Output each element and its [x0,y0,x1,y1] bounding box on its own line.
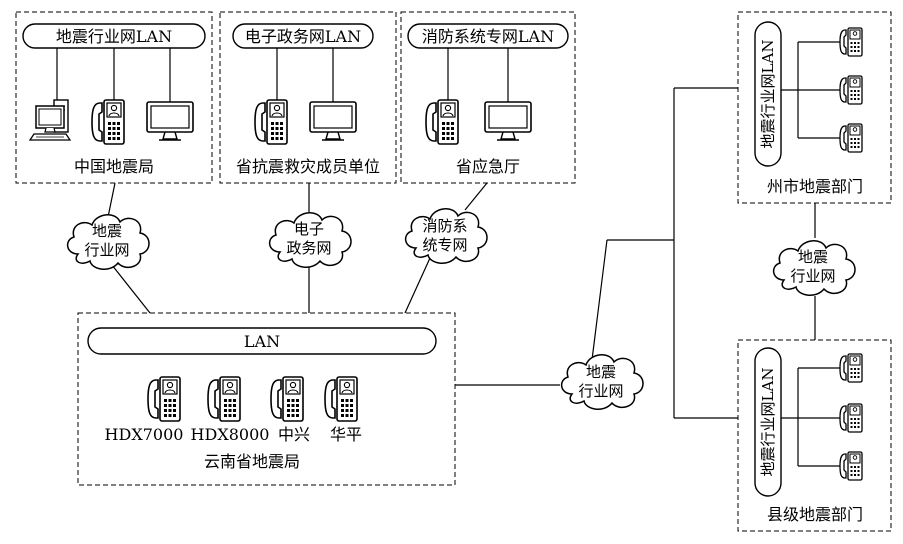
lan-bar [232,23,374,49]
svg-text:行业网: 行业网 [790,267,835,285]
lan-label: 消防系统专网LAN [422,27,554,46]
svg-text:政务网: 政务网 [286,239,331,257]
svg-text:电子: 电子 [294,220,324,238]
org-label: 省抗震救灾成员单位 [236,157,380,176]
org-label: 云南省地震局 [204,452,300,471]
org-label: 县级地震部门 [767,505,863,524]
lan-bar [407,23,569,49]
svg-text:行业网: 行业网 [578,382,623,400]
cloud-fire-network: 消防系 统专网 [404,208,488,264]
lan-label: 地震行业网LAN [759,40,777,149]
svg-text:消防系: 消防系 [422,217,467,235]
box-provincial-emergency: 消防系统专网LAN 省应急厅 [400,11,576,184]
terminal-label: HDX8000 [191,425,270,444]
cloud-egov-network: 电子 政务网 [268,212,352,268]
phone-icon [839,451,863,481]
cloud-seismic-network-3: 地震 行业网 [772,240,856,296]
video-phone-icon [147,376,181,422]
monitor-icon [484,101,532,141]
box-prefecture-earthquake-dept: 地震行业网LAN 州市地震部门 [737,11,892,204]
svg-text:统专网: 统专网 [422,236,467,254]
org-label: 中国地震局 [74,157,154,176]
video-phone-icon [270,376,304,422]
video-phone-icon [91,99,125,145]
video-phone-icon [207,376,241,422]
video-phone-icon [324,376,358,422]
lan-label: LAN [244,332,280,351]
box-china-earthquake-admin: 地震行业网LAN 中国地震局 [15,11,213,184]
lan-bar [87,327,437,355]
terminal-label: HDX7000 [105,425,184,444]
terminal-label: 华平 [330,425,362,444]
svg-text:地震: 地震 [798,248,828,266]
box-yunnan-earthquake-bureau: LAN HDX7000 HDX8000 中兴 华平 云南省地震局 [77,312,456,486]
video-phone-icon [254,99,288,145]
box-county-earthquake-dept: 地震行业网LAN 县级地震部门 [737,339,892,532]
phone-icon [839,403,863,433]
video-phone-icon [425,99,459,145]
monitor-icon [146,101,194,141]
cloud-seismic-network-1: 地震 行业网 [66,214,150,270]
phone-icon [839,27,863,57]
phone-icon [839,75,863,105]
lan-label: 地震行业网LAN [759,368,777,477]
org-label: 省应急厅 [456,157,520,176]
lan-label: 地震行业网LAN [56,27,172,46]
svg-text:地震: 地震 [92,222,122,240]
svg-text:行业网: 行业网 [84,241,129,259]
connection-lines [106,87,816,419]
lan-bar [754,347,782,497]
lan-bar [754,21,782,167]
monitor-icon [309,101,357,141]
computer-icon [29,99,71,141]
phone-icon [839,353,863,383]
terminal-label: 中兴 [278,425,310,444]
lan-label: 电子政务网LAN [245,27,361,46]
box-provincial-members: 电子政务网LAN 省抗震救灾成员单位 [219,11,397,184]
svg-text:地震: 地震 [586,363,616,381]
org-label: 州市地震部门 [767,177,863,196]
phone-icon [839,123,863,153]
cloud-seismic-network-2: 地震 行业网 [560,354,644,410]
